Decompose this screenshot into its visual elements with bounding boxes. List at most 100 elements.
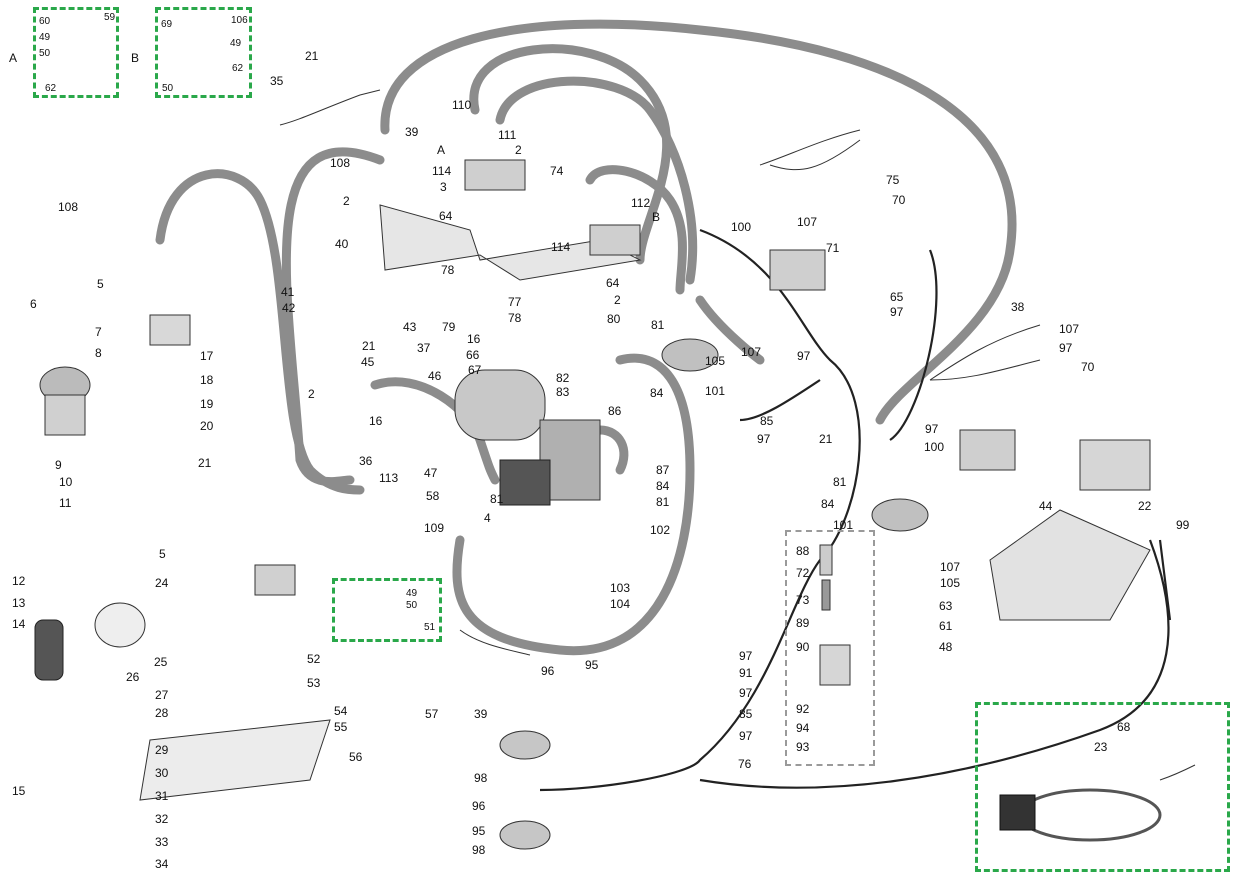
inset-b-label: 69: [161, 19, 173, 30]
wire-harnesses: [279, 89, 1196, 781]
inset-a-letter: A: [9, 51, 18, 65]
callout-number: 21: [305, 49, 319, 63]
callout-number: 24: [155, 576, 169, 590]
callout-number: 2: [343, 194, 350, 208]
callout-number: 108: [58, 200, 79, 214]
callout-number: 81: [490, 492, 504, 506]
callout-number: 30: [155, 766, 169, 780]
callout-number: 5: [159, 547, 166, 561]
callout-number: 14: [12, 617, 26, 631]
callout-number: 58: [426, 489, 440, 503]
callout-number: 101: [705, 384, 726, 398]
callout-number: 101: [833, 518, 854, 532]
callout-number: 48: [939, 640, 953, 654]
callout-number: 104: [610, 597, 631, 611]
callout-number: 29: [155, 743, 169, 757]
callout-number: 41: [281, 285, 295, 299]
callout-number: 90: [796, 640, 810, 654]
callout-number: 15: [12, 784, 26, 798]
callout-number: 113: [379, 471, 399, 485]
callout-number: 82: [556, 371, 570, 385]
callout-number: 107: [797, 215, 818, 229]
inset-c-label: 49: [406, 588, 418, 599]
callout-number: 21: [198, 456, 212, 470]
callout-number: 16: [369, 414, 383, 428]
inset-b-letter: B: [131, 51, 140, 65]
callout-number: 99: [1176, 518, 1190, 532]
callout-number: 81: [651, 318, 665, 332]
callout-number: 7: [95, 325, 102, 339]
callout-number: A: [437, 143, 446, 157]
callout-number: 27: [155, 688, 169, 702]
valve-exploded-box: [785, 530, 875, 766]
callout-number: 39: [405, 125, 419, 139]
callout-number: 97: [925, 422, 939, 436]
callout-number: 79: [442, 320, 456, 334]
callout-number: 38: [1011, 300, 1025, 314]
callout-number: 16: [467, 332, 481, 346]
callout-number: 56: [349, 750, 363, 764]
callout-number: 71: [826, 241, 840, 255]
callout-number: 105: [940, 576, 961, 590]
callout-number: 43: [403, 320, 417, 334]
callout-number: 4: [484, 511, 491, 525]
callout-number: 17: [200, 349, 214, 363]
callout-number: 13: [12, 596, 26, 610]
callout-number: 87: [656, 463, 670, 477]
callout-number: 103: [610, 581, 631, 595]
callout-number: 74: [550, 164, 564, 178]
callout-number: 35: [270, 74, 284, 88]
callout-number: 53: [307, 676, 321, 690]
callout-number: 107: [741, 345, 762, 359]
callout-number: 81: [656, 495, 670, 509]
callout-number: 97: [739, 649, 753, 663]
callout-number: 89: [796, 616, 810, 630]
callout-number: 95: [585, 658, 599, 672]
callout-number: 96: [472, 799, 486, 813]
callout-number: 19: [200, 397, 214, 411]
callout-number: 39: [474, 707, 488, 721]
callout-number: 84: [656, 479, 670, 493]
callout-number: 68: [1117, 720, 1131, 734]
hose-lines: [155, 19, 1017, 656]
callout-number: 28: [155, 706, 169, 720]
callout-number: 85: [760, 414, 774, 428]
callout-number: 36: [359, 454, 373, 468]
inset-a-label: 60: [39, 16, 51, 27]
callout-number: 111: [498, 128, 517, 142]
callout-number: 37: [417, 341, 431, 355]
inset-c-label: 50: [406, 600, 418, 611]
callout-number: 40: [335, 237, 349, 251]
callout-number: 8: [95, 346, 102, 360]
callout-number: 2: [308, 387, 315, 401]
inset-b-label: 106: [231, 15, 248, 26]
callout-number: 107: [1059, 322, 1080, 336]
callout-number: 112: [631, 196, 651, 210]
callout-number: 94: [796, 721, 810, 735]
callout-number: 72: [796, 566, 810, 580]
component-shapes: [34, 159, 1162, 850]
callout-number: 54: [334, 704, 348, 718]
callout-number: 57: [425, 707, 439, 721]
callout-number: 61: [939, 619, 953, 633]
inset-b-box: [155, 7, 252, 98]
callout-number: 65: [890, 290, 904, 304]
callout-number: 97: [739, 686, 753, 700]
callout-number: 21: [362, 339, 376, 353]
callout-number: 88: [796, 544, 810, 558]
callout-number: 96: [541, 664, 555, 678]
callout-number: 20: [200, 419, 214, 433]
callout-number: 33: [155, 835, 169, 849]
callout-number: 84: [650, 386, 664, 400]
callout-number: 22: [1138, 499, 1152, 513]
callout-number: 75: [886, 173, 900, 187]
inset-b-label: 49: [230, 38, 242, 49]
callout-number: 114: [551, 240, 571, 254]
callout-number: 100: [731, 220, 752, 234]
callout-number: 21: [819, 432, 833, 446]
callout-number: 102: [650, 523, 671, 537]
callout-number: 63: [939, 599, 953, 613]
callout-number: 5: [97, 277, 104, 291]
